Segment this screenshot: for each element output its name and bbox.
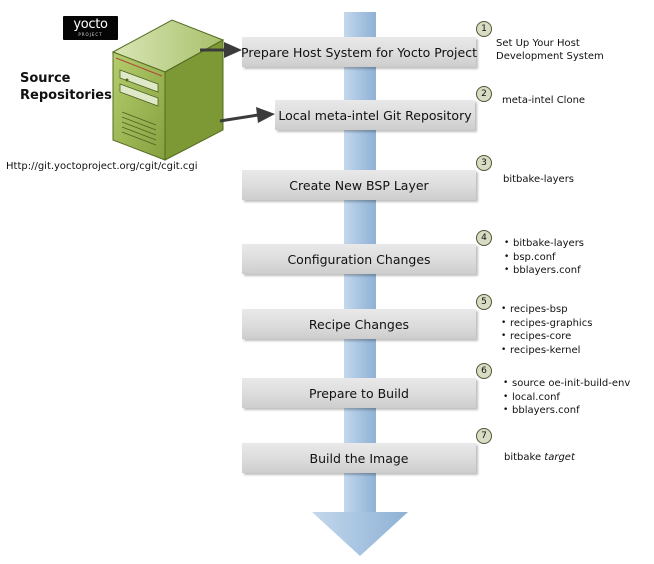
- step-3-note: bitbake-layers: [503, 174, 575, 185]
- step-7-box: Build the Image: [242, 443, 476, 473]
- step-4-bullet: bsp.conf: [504, 251, 584, 265]
- step-5-bullet: recipes-graphics: [501, 317, 592, 331]
- step-2-note: meta-intel Clone: [502, 95, 586, 106]
- step-6-bullet: source oe-init-build-env: [503, 377, 630, 391]
- source-url: Http://git.yoctoproject.org/cgit/cgit.cg…: [6, 161, 198, 172]
- server-icon: [111, 19, 225, 161]
- connector-arrow: [219, 107, 275, 123]
- step-6-box: Prepare to Build: [242, 378, 476, 408]
- step-6-note: source oe-init-build-env local.conf bbla…: [503, 377, 630, 418]
- yocto-logo: yocto PROJECT: [63, 16, 118, 40]
- step-3-number: 3: [476, 155, 492, 171]
- step-4-box: Configuration Changes: [242, 244, 476, 274]
- step-1-number: 1: [476, 21, 492, 37]
- step-5-bullet: recipes-kernel: [501, 344, 592, 358]
- step-6-number: 6: [476, 363, 492, 379]
- step-5-bullet: recipes-bsp: [501, 303, 592, 317]
- step-5-note: recipes-bsp recipes-graphics recipes-cor…: [501, 303, 592, 357]
- step-4-bullet: bblayers.conf: [504, 264, 584, 278]
- step-6-bullet: local.conf: [503, 391, 630, 405]
- step-2-number: 2: [476, 86, 492, 102]
- step-7-note: bitbake target: [504, 452, 575, 463]
- step-5-box: Recipe Changes: [242, 309, 476, 339]
- step-4-note: bitbake-layers bsp.conf bblayers.conf: [504, 237, 584, 278]
- step-4-number: 4: [476, 230, 492, 246]
- step-6-bullet: bblayers.conf: [503, 404, 630, 418]
- step-1-box: Prepare Host System for Yocto Project: [241, 37, 477, 67]
- step-7-number: 7: [476, 428, 492, 444]
- flow-arrow: [312, 12, 408, 556]
- source-repositories-label: Source Repositories: [20, 71, 112, 103]
- step-5-number: 5: [476, 294, 492, 310]
- connector-arrow: [200, 42, 242, 58]
- step-2-box: Local meta-intel Git Repository: [275, 100, 475, 130]
- step-5-bullet: recipes-core: [501, 330, 592, 344]
- step-4-bullet: bitbake-layers: [504, 237, 584, 251]
- step-1-note: Set Up Your Host Development System: [496, 38, 604, 62]
- step-3-box: Create New BSP Layer: [242, 170, 476, 200]
